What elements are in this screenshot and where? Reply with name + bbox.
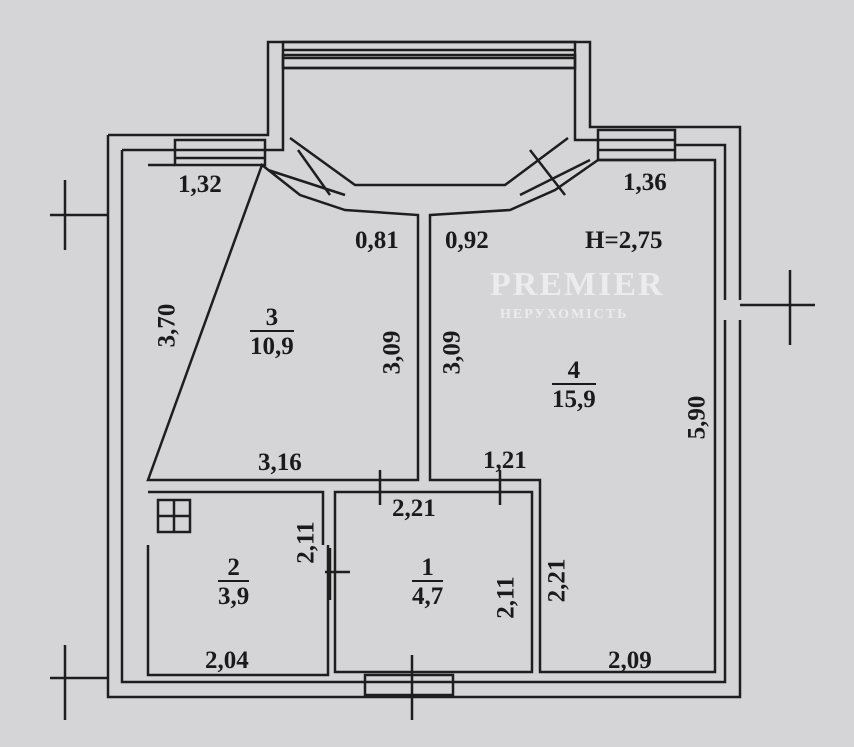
bay-wall <box>283 66 575 187</box>
room-4-wall <box>428 158 717 674</box>
outer-wall <box>106 40 742 699</box>
dim-room3-window: 1,32 <box>178 171 222 198</box>
room-1-label: 1 4,7 <box>412 555 444 610</box>
dim-room1-right: 2,11 <box>492 576 520 619</box>
room-number: 4 <box>552 358 596 385</box>
watermark-subtitle: НЕРУХОМІСТЬ <box>500 307 629 322</box>
watermark-brand: PREMIER <box>490 266 665 303</box>
dim-room4-door-side: 0,92 <box>445 227 489 254</box>
dim-room4-window: 1,36 <box>623 169 667 196</box>
room-area: 4,7 <box>412 583 444 610</box>
room-number: 1 <box>412 555 444 582</box>
room-number: 3 <box>250 305 294 332</box>
dim-room3-door-side: 0,81 <box>355 227 399 254</box>
dim-room3-height: 3,70 <box>153 303 181 348</box>
dim-room3-right: 3,09 <box>378 330 406 375</box>
inner-wall <box>120 53 727 684</box>
dim-hall-top: 1,21 <box>483 447 527 474</box>
room-2-label: 2 3,9 <box>218 555 250 610</box>
ceiling-height: H=2,75 <box>585 227 663 254</box>
dim-room2-bottom: 2,04 <box>205 647 249 674</box>
room-area: 15,9 <box>552 386 596 413</box>
dim-room4-right: 5,90 <box>683 395 711 440</box>
dim-room4-bottom: 2,09 <box>608 647 652 674</box>
room-area: 10,9 <box>250 333 294 360</box>
dim-room1-top: 2,21 <box>392 495 436 522</box>
room-3-label: 3 10,9 <box>250 305 294 359</box>
dim-room2-right: 2,11 <box>292 521 320 564</box>
entrance-door <box>363 673 455 697</box>
room-4-label: 4 15,9 <box>552 358 596 412</box>
room-1-wall <box>333 490 534 674</box>
room-2-wall <box>146 490 330 677</box>
window-room3 <box>173 138 267 167</box>
window-room4 <box>596 128 677 162</box>
room-3-wall <box>146 162 420 482</box>
room-number: 2 <box>218 555 250 582</box>
dim-room3-bottom: 3,16 <box>258 449 302 476</box>
window-bay <box>281 40 577 70</box>
tick-marks <box>50 180 815 720</box>
room-area: 3,9 <box>218 583 250 610</box>
dim-room4-lower-left: 2,21 <box>543 558 571 603</box>
dim-room4-left: 3,09 <box>438 330 466 375</box>
